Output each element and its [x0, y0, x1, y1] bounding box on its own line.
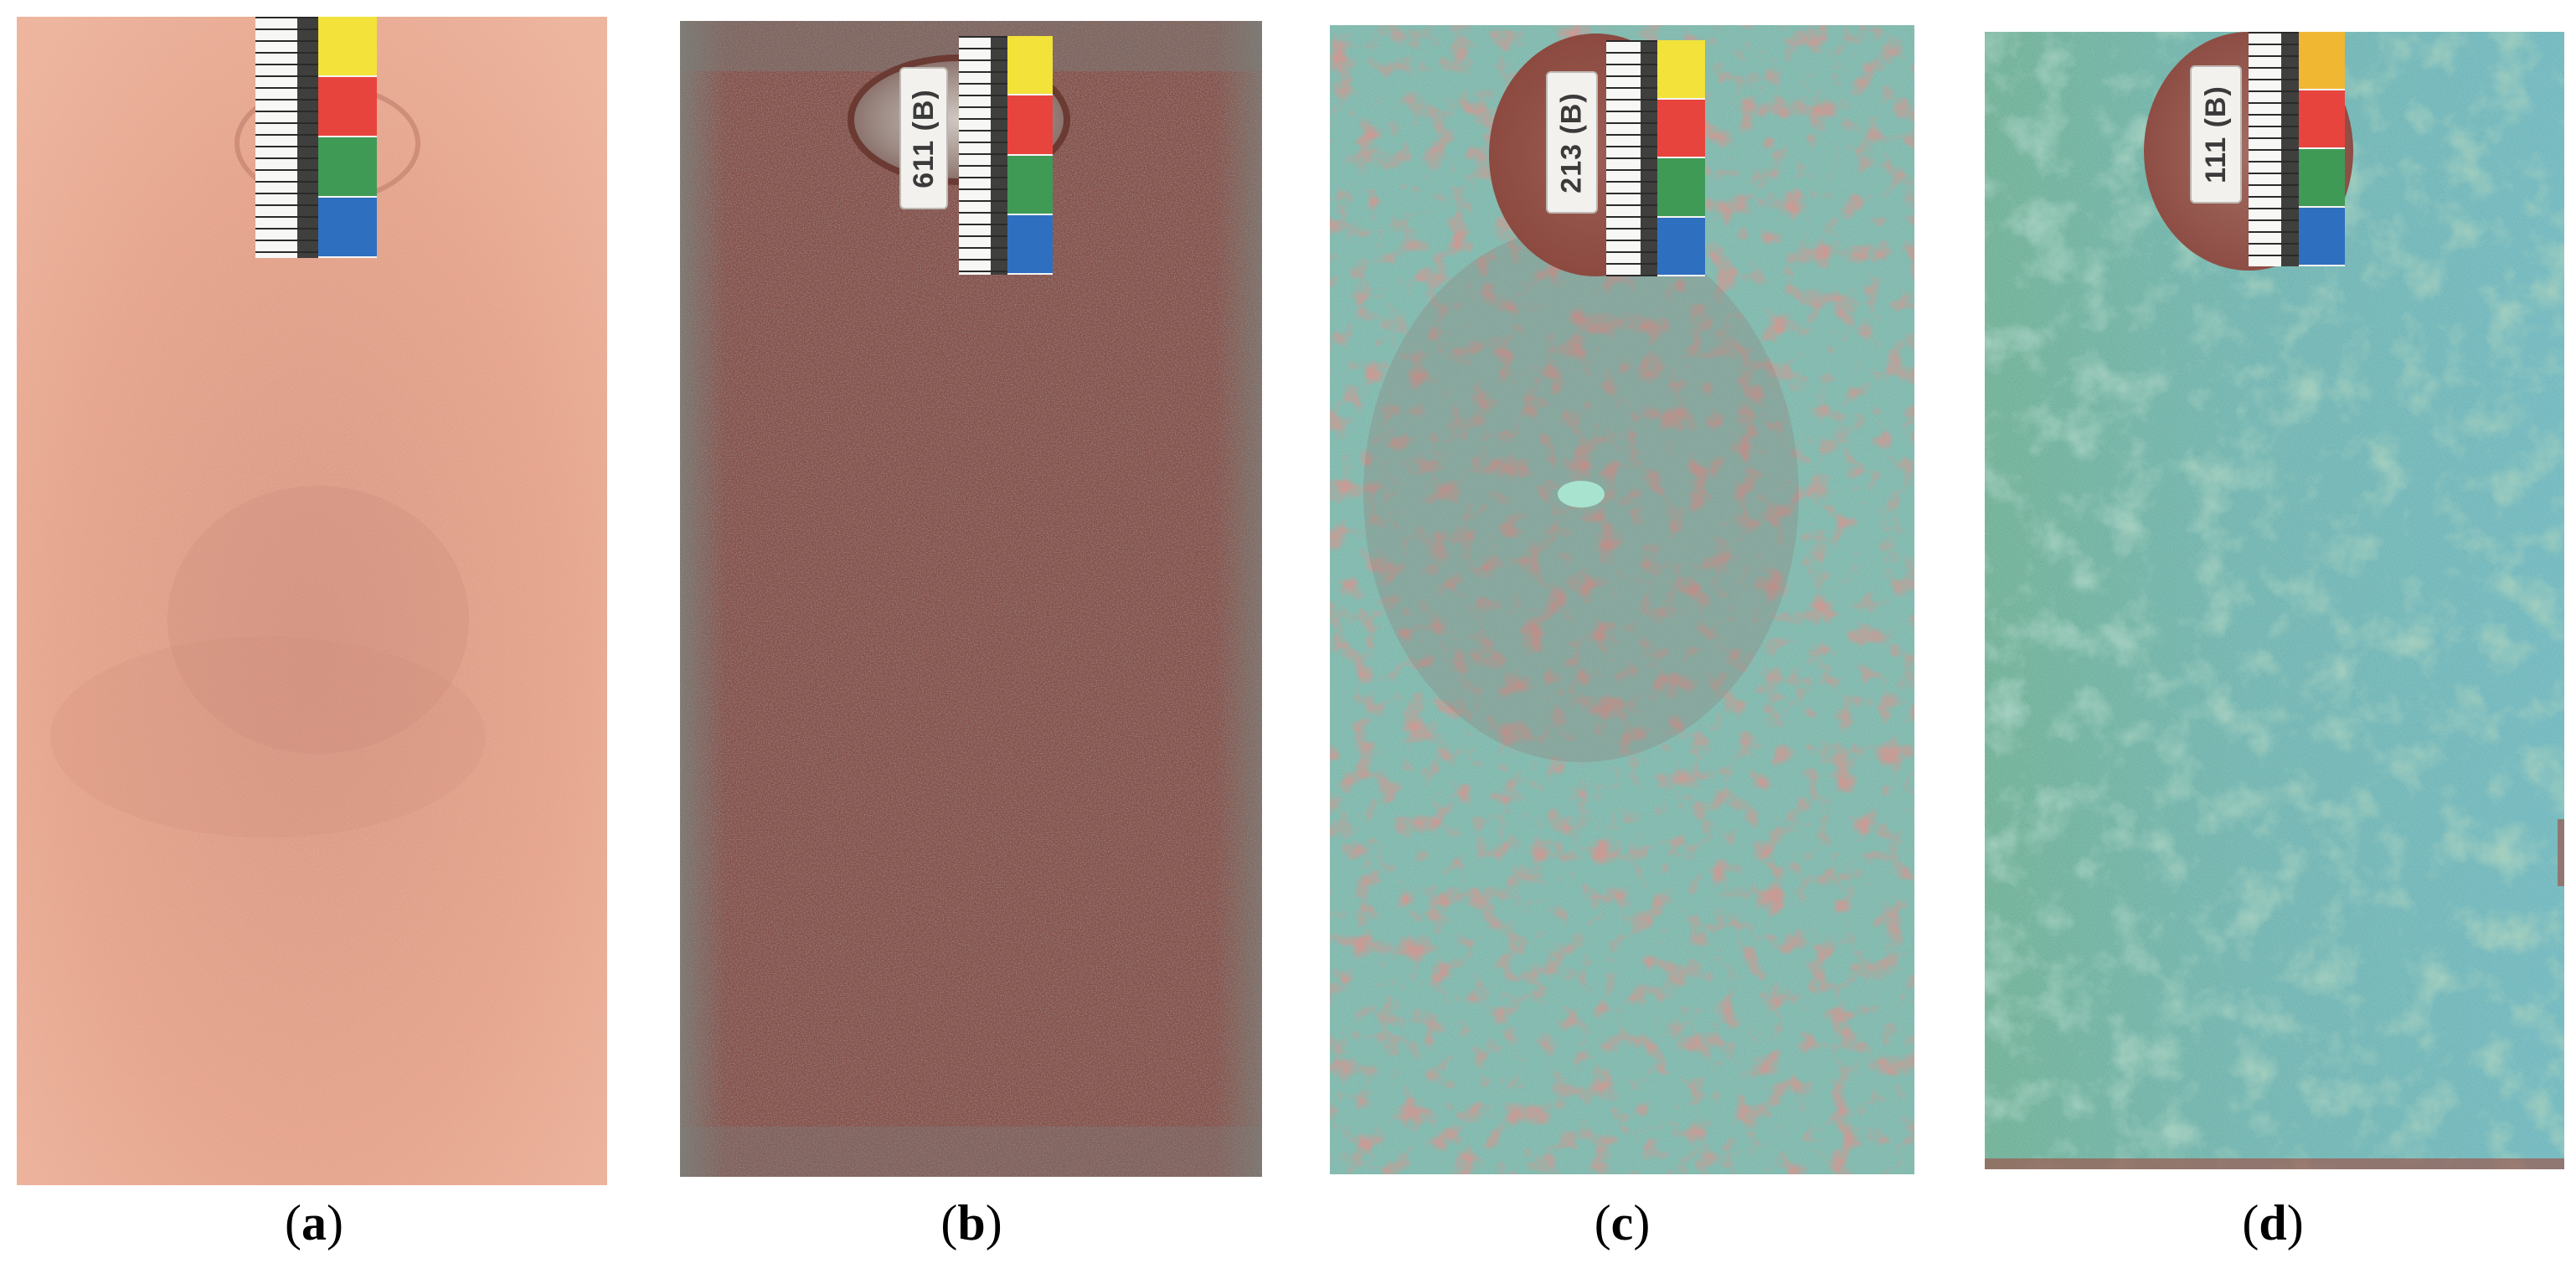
- color-scale-card: [1606, 40, 1705, 276]
- swatch-green: [1657, 158, 1705, 218]
- sample-id-label: 111 (B): [2199, 85, 2232, 183]
- caption-letter: a: [301, 1195, 327, 1251]
- swatch-green: [1007, 155, 1053, 215]
- color-swatches: [2298, 32, 2345, 266]
- sample-id-label: 213 (B): [1555, 91, 1588, 193]
- copper-plate-c: [1330, 25, 1914, 1174]
- swatch-red: [2298, 90, 2345, 149]
- panel-c: 213 (B): [1330, 25, 1914, 1174]
- caption-c: (c): [1594, 1195, 1651, 1251]
- swatch-red: [1007, 95, 1053, 156]
- caption-b: (b): [940, 1195, 1002, 1251]
- swatch-blue: [1007, 214, 1053, 275]
- swatch-yellow: [1657, 40, 1705, 100]
- color-scale-card: [959, 36, 1053, 275]
- swatch-green: [318, 137, 377, 198]
- swatch-yellow: [2298, 32, 2345, 90]
- caption-letter: d: [2259, 1195, 2287, 1251]
- panel-d: 111 (B): [1985, 32, 2564, 1169]
- sample-id-label: 611 (B): [907, 88, 940, 188]
- swatch-blue: [318, 198, 377, 258]
- caption-d: (d): [2242, 1195, 2304, 1251]
- panel-b: 611 (B): [680, 21, 1262, 1177]
- swatch-blue: [2298, 208, 2345, 266]
- swatch-green: [2298, 149, 2345, 208]
- copper-plate-b: [680, 21, 1262, 1177]
- ruler-ticks: [1606, 40, 1658, 276]
- swatch-red: [318, 77, 377, 137]
- color-swatches: [318, 17, 377, 258]
- panel-a: [17, 17, 607, 1185]
- ruler-ticks: [959, 36, 1008, 275]
- swatch-yellow: [318, 17, 377, 77]
- sample-label-card: 111 (B): [2190, 65, 2242, 204]
- color-swatches: [1657, 40, 1705, 276]
- swatch-blue: [1657, 217, 1705, 276]
- swatch-yellow: [1007, 36, 1053, 96]
- color-scale-card: [2249, 32, 2345, 266]
- caption-letter: c: [1610, 1195, 1634, 1251]
- swatch-red: [1657, 99, 1705, 158]
- caption-a: (a): [285, 1195, 343, 1251]
- ruler-ticks: [255, 17, 319, 258]
- sample-label-card: 611 (B): [899, 67, 948, 209]
- ruler-ticks: [2249, 32, 2299, 266]
- color-scale-card: [255, 17, 377, 258]
- caption-letter: b: [957, 1195, 986, 1251]
- color-swatches: [1007, 36, 1053, 275]
- sample-label-card: 213 (B): [1546, 71, 1598, 214]
